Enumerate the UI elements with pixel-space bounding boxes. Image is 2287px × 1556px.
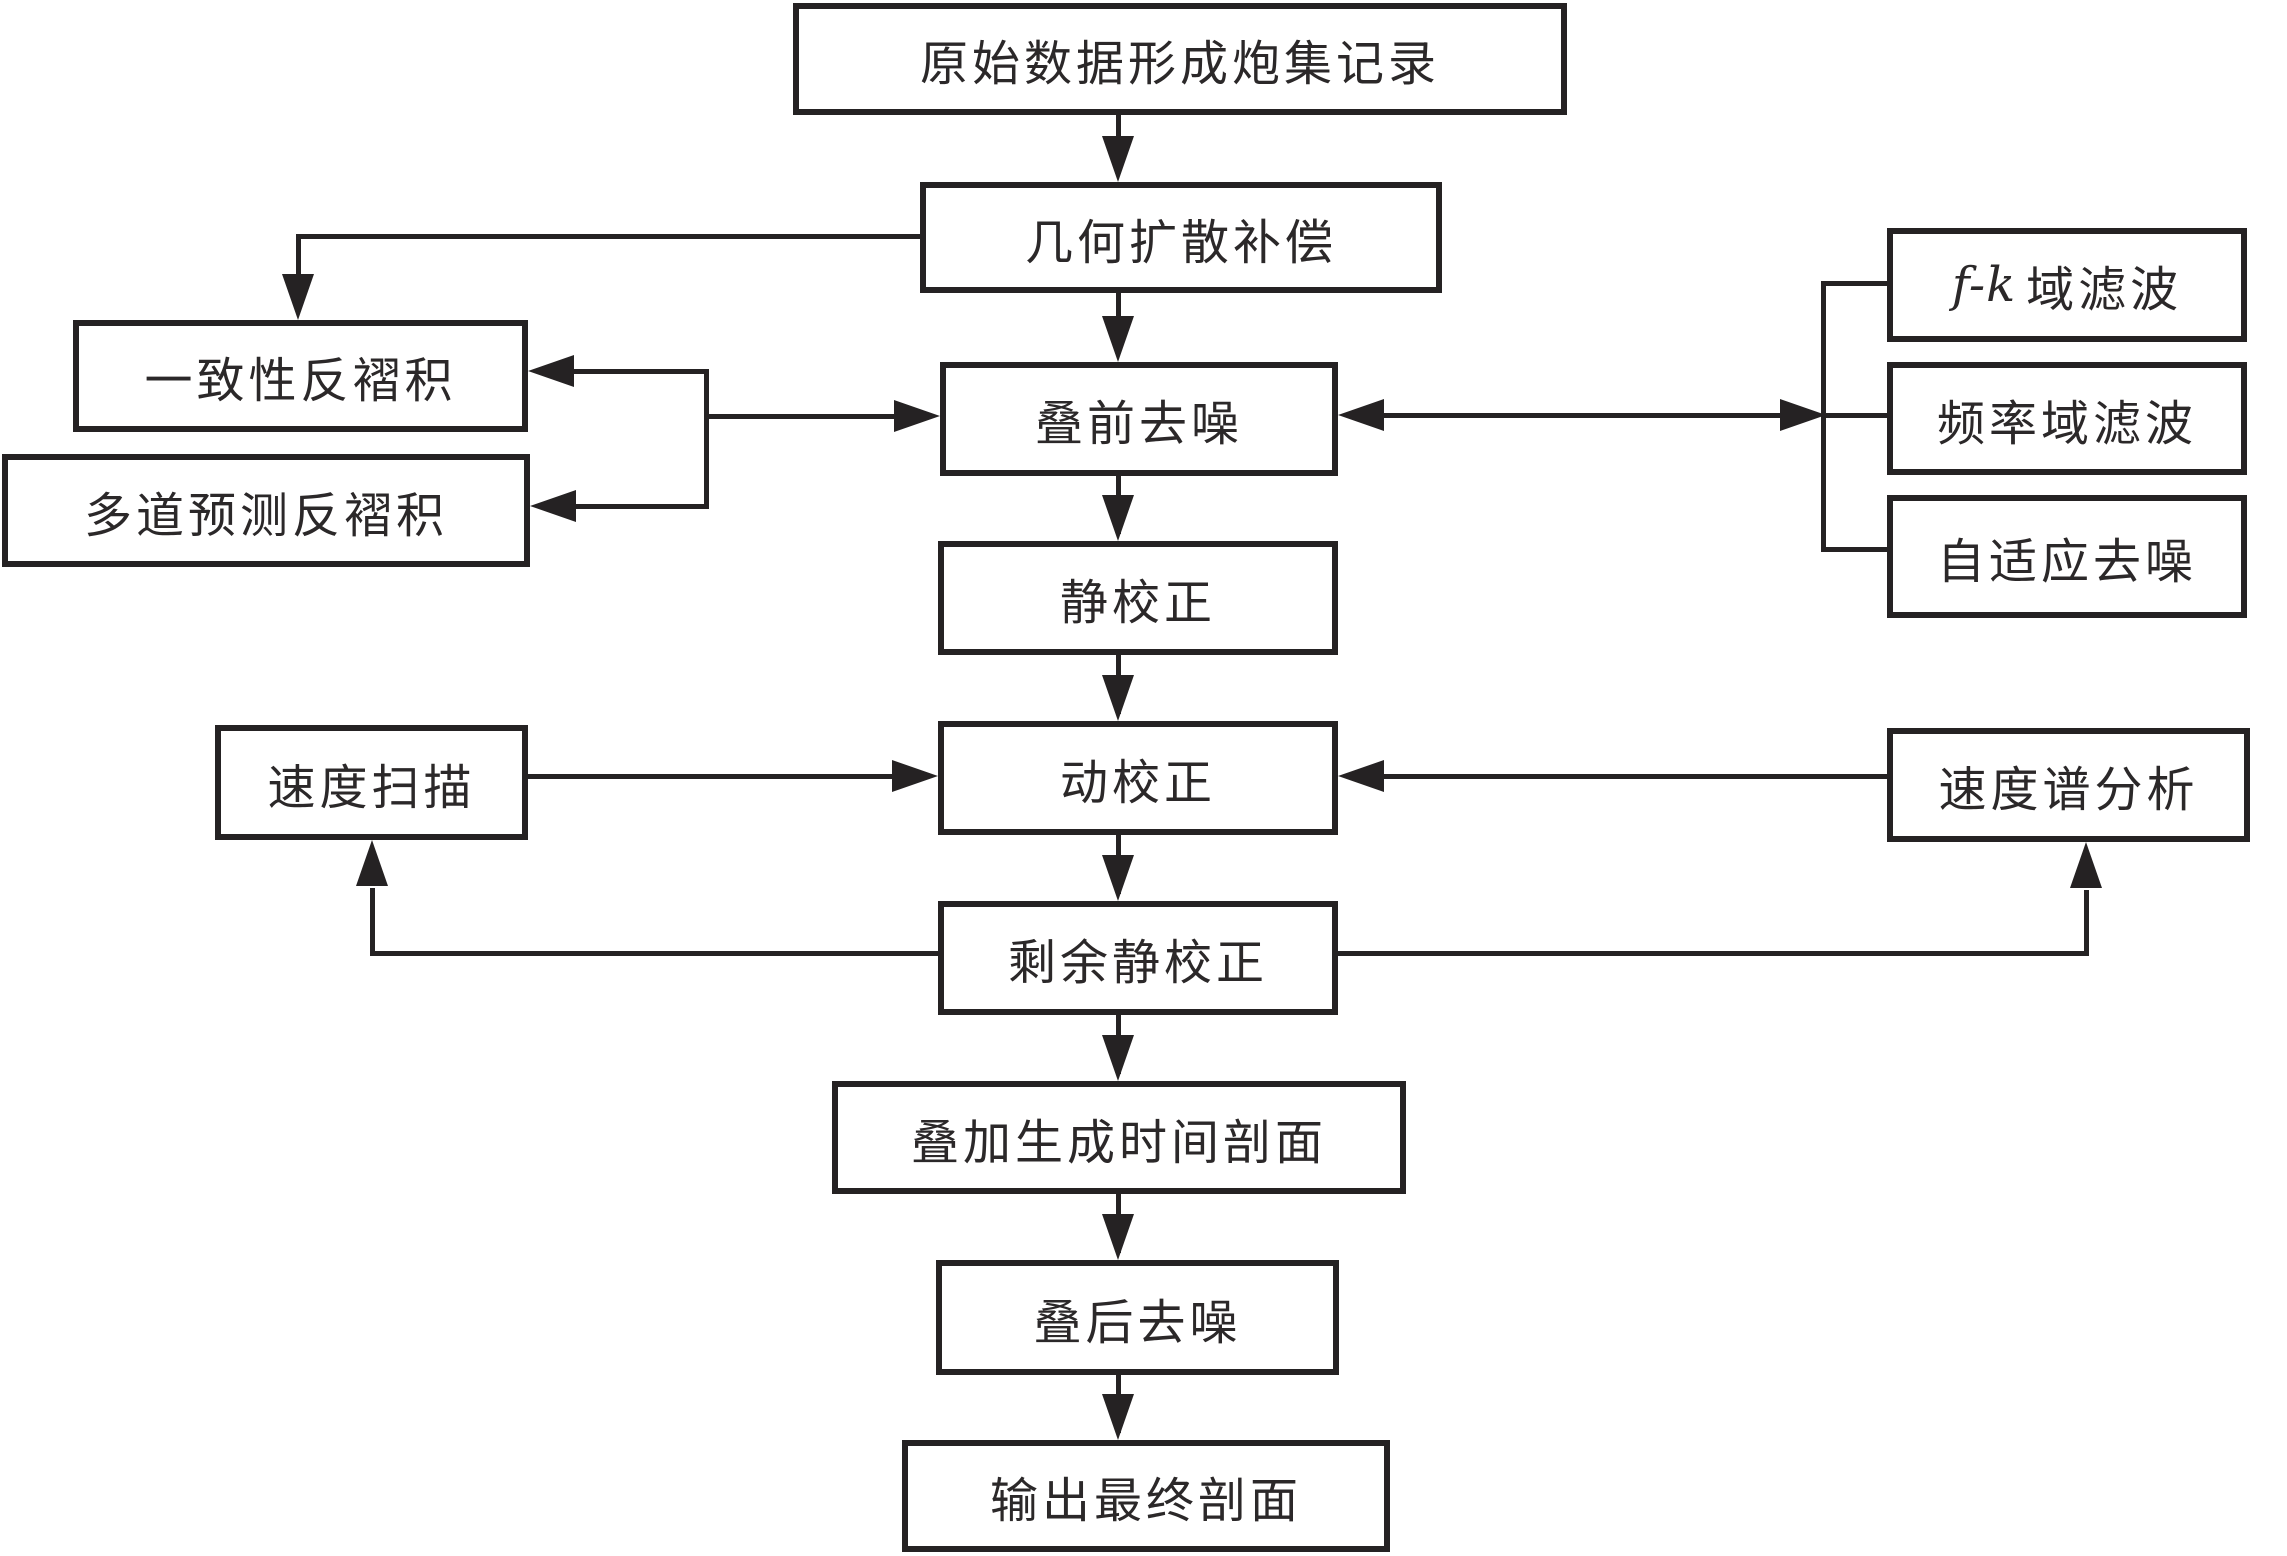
node-velocity-scan: 速度扫描 [215, 725, 528, 840]
line-hub-to-cons [564, 369, 709, 374]
node-raw-data: 原始数据形成炮集记录 [793, 3, 1567, 115]
arrowhead-residual-to-vspec [2070, 842, 2102, 888]
node-residual-static-correction: 剩余静校正 [938, 901, 1338, 1015]
line-residual-to-vspec-vertical [2084, 890, 2089, 956]
node-adaptive-denoise: 自适应去噪 [1887, 495, 2247, 618]
node-multichannel-predictive-deconvolution: 多道预测反褶积 [2, 454, 530, 567]
node-nmo-correction-label: 动校正 [1059, 755, 1216, 811]
node-geometric-spreading: 几何扩散补偿 [920, 182, 1442, 293]
node-consistency-deconvolution-label: 一致性反褶积 [144, 353, 457, 409]
arrowhead-residual-to-stack [1102, 1035, 1134, 1081]
arrowhead-hub-to-multi [530, 490, 576, 522]
line-residual-to-vscan-horizontal [370, 951, 938, 956]
node-prestack-denoise: 叠前去噪 [940, 362, 1338, 476]
node-consistency-deconvolution: 一致性反褶积 [73, 320, 528, 432]
node-static-correction: 静校正 [938, 541, 1338, 655]
line-geo-to-cons-vertical [296, 234, 301, 284]
line-vspec-to-nmo [1384, 774, 1887, 779]
line-vscan-to-nmo [528, 774, 900, 779]
node-prestack-denoise-label: 叠前去噪 [1034, 396, 1243, 452]
arrowhead-into-filtergroup [1780, 399, 1826, 431]
arrowhead-hub-to-prestack [894, 400, 940, 432]
arrowhead-geo-to-prestack [1102, 316, 1134, 362]
arrowhead-hub-to-cons [528, 355, 574, 387]
line-residual-to-vscan-vertical [370, 888, 375, 956]
arrowhead-poststack-to-output [1102, 1394, 1134, 1440]
arrowhead-prestack-to-static [1102, 495, 1134, 541]
node-frequency-filter-label: 频率域滤波 [1936, 395, 2197, 452]
line-bracket-to-fk [1821, 281, 1887, 286]
node-frequency-filter: 频率域滤波 [1887, 362, 2247, 475]
node-poststack-denoise: 叠后去噪 [936, 1260, 1339, 1375]
line-residual-to-vspec-horizontal [1338, 951, 2089, 956]
node-fk-filter-label-italic: f-k [1951, 257, 2017, 313]
arrowhead-residual-to-vscan [356, 840, 388, 886]
node-stack-time-section-label: 叠加生成时间剖面 [910, 1114, 1327, 1171]
arrowhead-vscan-to-nmo [892, 760, 938, 792]
node-adaptive-denoise-label: 自适应去噪 [1936, 533, 2197, 590]
node-fk-filter-label: 域滤波 [2026, 262, 2183, 318]
line-hub-to-prestack [704, 414, 896, 419]
arrowhead-stack-to-poststack [1102, 1214, 1134, 1260]
node-poststack-denoise-label: 叠后去噪 [1033, 1294, 1242, 1351]
arrowhead-static-to-nmo [1102, 675, 1134, 721]
node-fk-filter: f-k 域滤波 [1887, 228, 2247, 342]
node-output-final-section-label: 输出最终剖面 [989, 1473, 1302, 1529]
node-geometric-spreading-label: 几何扩散补偿 [1024, 214, 1337, 271]
node-velocity-scan-label: 速度扫描 [267, 759, 476, 816]
node-multichannel-predictive-deconvolution-label: 多道预测反褶积 [83, 487, 448, 544]
arrowhead-into-prestack [1338, 399, 1384, 431]
node-raw-data-label: 原始数据形成炮集记录 [919, 36, 1440, 92]
arrowhead-raw-to-geo [1102, 136, 1134, 182]
node-velocity-spectrum-analysis-label: 速度谱分析 [1938, 762, 2199, 818]
line-hub-to-multi [566, 504, 709, 509]
line-bracket-to-adapt [1821, 547, 1887, 552]
arrowhead-geo-to-cons [282, 274, 314, 320]
line-geo-to-cons-horizontal [298, 234, 922, 239]
line-prestack-hub-vertical [704, 369, 709, 509]
line-prestack-filtergroup [1380, 413, 1784, 418]
node-static-correction-label: 静校正 [1059, 575, 1216, 631]
node-output-final-section: 输出最终剖面 [902, 1440, 1390, 1552]
line-bracket-to-freq [1824, 413, 1887, 418]
node-nmo-correction: 动校正 [938, 721, 1338, 835]
arrowhead-nmo-to-residual [1102, 855, 1134, 901]
line-filter-bracket-vertical [1821, 281, 1826, 552]
node-velocity-spectrum-analysis: 速度谱分析 [1887, 728, 2250, 842]
arrowhead-vspec-to-nmo [1338, 760, 1384, 792]
node-stack-time-section: 叠加生成时间剖面 [832, 1081, 1406, 1194]
node-residual-static-correction-label: 剩余静校正 [1007, 935, 1268, 991]
